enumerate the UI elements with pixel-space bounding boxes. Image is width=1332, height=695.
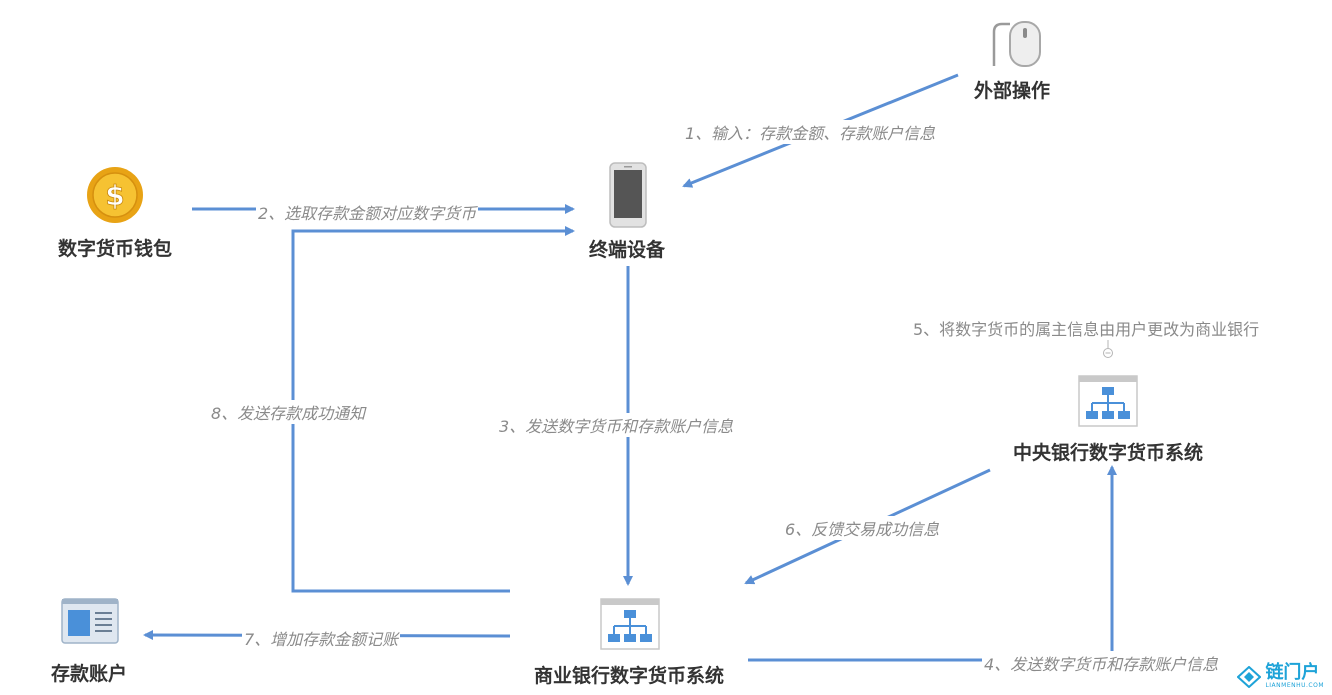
dollar-coin-icon: $ [86, 166, 144, 224]
node-label-commercial-bank: 商业银行数字货币系统 [533, 665, 725, 687]
org-chart-window-icon [600, 598, 660, 650]
node-label-terminal: 终端设备 [588, 239, 666, 261]
edge-6-label: 6、反馈交易成功信息 [783, 516, 942, 540]
edge-4-label: 4、发送数字货币和存款账户信息 [982, 651, 1221, 675]
svg-text:$: $ [105, 179, 124, 212]
node-label-deposit-account: 存款账户 [50, 663, 128, 685]
node-label-wallet: 数字货币钱包 [57, 238, 173, 260]
edge-8-label: 8、发送存款成功通知 [209, 400, 368, 424]
watermark-logo: 链门户 LIANMENHU.COM [1237, 664, 1324, 689]
mobile-phone-icon [609, 162, 647, 228]
node-label-external-op: 外部操作 [973, 80, 1051, 102]
edge-7-label: 7、增加存款金额记账 [242, 626, 401, 650]
edge-3-label: 3、发送数字货币和存款账户信息 [497, 413, 736, 437]
edge-2-label: 2、选取存款金额对应数字货币 [256, 200, 479, 224]
account-card-icon [61, 598, 119, 644]
mouse-icon [982, 10, 1044, 70]
logo-text: 链门户 [1265, 662, 1320, 683]
note-step-5: 5、将数字货币的属主信息由用户更改为商业银行 [913, 320, 1260, 339]
edge-1-label: 1、输入：存款金额、存款账户信息 [683, 120, 938, 144]
logo-subtext: LIANMENHU.COM [1265, 682, 1324, 689]
edge-4-line [748, 465, 1117, 662]
org-chart-window-icon [1078, 375, 1138, 427]
logo-icon [1237, 665, 1262, 688]
node-label-central-bank: 中央银行数字货币系统 [1012, 442, 1204, 464]
